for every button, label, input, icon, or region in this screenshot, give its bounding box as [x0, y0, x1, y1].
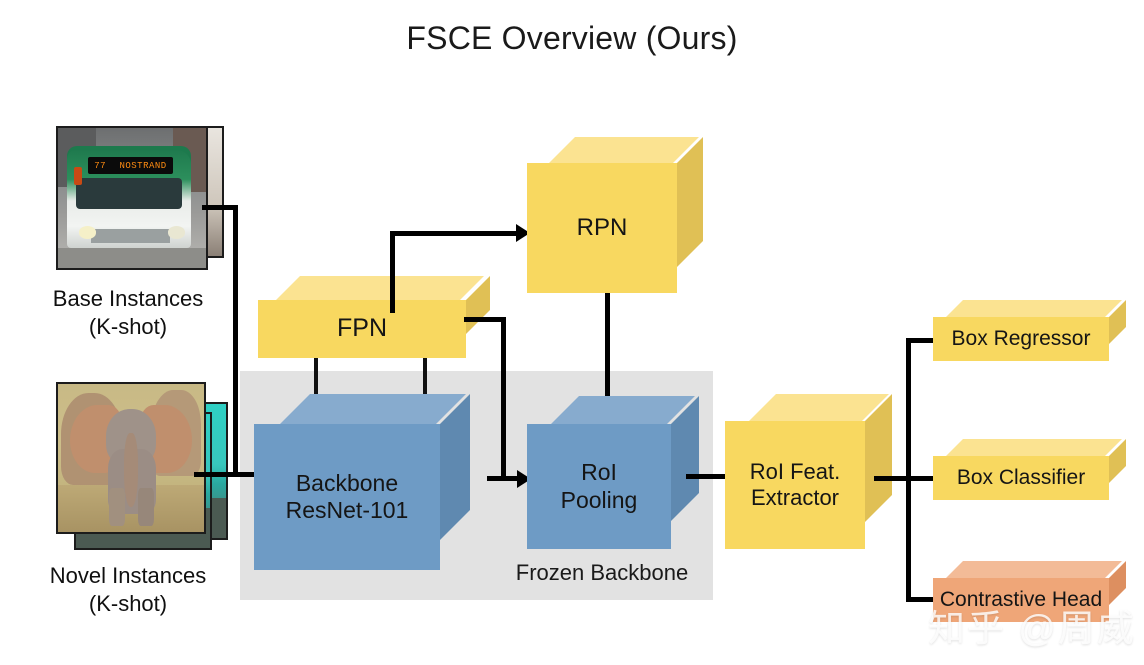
arrowhead-fpn-to-rpn: [516, 224, 530, 242]
block-contrastive-head-label: Contrastive Head: [933, 578, 1109, 622]
block-fpn[interactable]: FPN: [258, 276, 490, 358]
block-box-classifier[interactable]: Box Classifier: [933, 439, 1126, 500]
block-roi-pooling[interactable]: RoI Pooling: [527, 396, 699, 549]
block-roi-feat-extractor-label-line2: Extractor: [750, 485, 840, 510]
connector-fpn-side-stub: [464, 317, 506, 322]
connector-backbone-to-roi-pooling: [487, 476, 520, 481]
base-instances-photo-front: 77 NOSTRAND: [56, 126, 208, 270]
connector-fpn-rpn-horizontal: [390, 231, 518, 236]
frozen-backbone-label: Frozen Backbone: [515, 560, 689, 585]
connector-fanout-to-box-classifier: [906, 476, 938, 481]
connector-base-to-trunk: [202, 205, 238, 210]
base-instances-caption-line1: Base Instances: [52, 286, 204, 311]
novel-instances-caption-line1: Novel Instances: [49, 563, 207, 588]
connector-rpn-to-roi-pooling: [605, 293, 610, 405]
base-instances-image-stack: 77 NOSTRAND: [56, 126, 226, 286]
block-backbone-label-line1: Backbone: [295, 469, 399, 496]
bus-route-number: 77: [94, 160, 107, 171]
block-fpn-label: FPN: [258, 300, 466, 358]
block-rpn[interactable]: RPN: [527, 137, 703, 293]
connector-fpn-rpn-vertical: [390, 285, 395, 313]
connector-novel-to-trunk: [194, 472, 238, 477]
block-backbone[interactable]: Backbone ResNet-101: [254, 394, 470, 570]
connector-fpn-side-riser: [501, 317, 506, 479]
block-roi-feat-extractor-label-line1: RoI Feat.: [749, 459, 841, 485]
block-roi-pooling-label-line1: RoI: [581, 459, 617, 486]
base-instances-caption-line2: (K-shot): [88, 313, 168, 339]
connector-input-trunk: [233, 205, 238, 477]
connector-extractor-to-fanout: [874, 476, 922, 481]
connector-fanout-to-box-regressor: [906, 338, 938, 343]
block-rpn-label: RPN: [527, 163, 677, 293]
page-title: FSCE Overview (Ours): [406, 20, 738, 56]
base-instances-caption: Base Instances (K-shot): [18, 285, 238, 340]
connector-roi-pooling-to-extractor: [686, 474, 728, 479]
block-contrastive-head[interactable]: Contrastive Head: [933, 561, 1126, 622]
novel-instances-caption-line2: (K-shot): [88, 590, 168, 616]
block-box-classifier-label: Box Classifier: [933, 456, 1109, 500]
novel-instances-image-stack: [56, 382, 231, 552]
novel-instances-photo-front: [56, 382, 206, 534]
bus-photo: 77 NOSTRAND: [58, 128, 206, 268]
connector-trunk-to-backbone: [233, 472, 273, 477]
connector-fpn-backbone-left: [314, 358, 318, 428]
bus-destination: NOSTRAND: [119, 160, 167, 171]
connector-fpn-backbone-right: [423, 358, 427, 428]
connector-fanout-to-contrastive-head: [906, 597, 938, 602]
block-box-regressor-label: Box Regressor: [933, 317, 1109, 361]
block-roi-pooling-label-line2: Pooling: [560, 486, 638, 513]
novel-instances-caption: Novel Instances (K-shot): [14, 562, 242, 617]
block-backbone-label-line2: ResNet-101: [285, 497, 409, 523]
block-roi-feat-extractor[interactable]: RoI Feat. Extractor: [725, 394, 892, 549]
connector-fpn-rpn-riser: [390, 231, 395, 287]
block-box-regressor[interactable]: Box Regressor: [933, 300, 1126, 361]
elephant-photo: [58, 384, 204, 532]
connector-fanout-trunk: [906, 338, 911, 602]
